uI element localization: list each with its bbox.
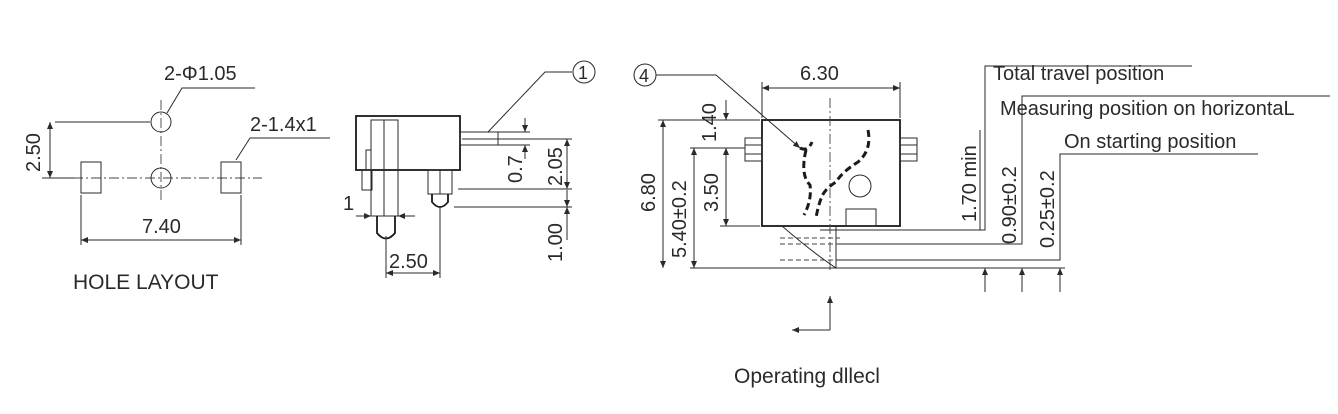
front-dim-1-40: 1.40 [699, 103, 721, 142]
callout-4-number: 4 [639, 66, 649, 86]
lower-hole [150, 167, 172, 189]
hole-layout-view [42, 87, 330, 245]
front-dim-1-70-min: 1.70 min [959, 145, 981, 222]
side-dim-1-00: 1.00 [545, 223, 567, 262]
hole-height-dimension: 2.50 [23, 133, 45, 172]
side-view [355, 60, 596, 278]
front-dim-0-25: 0.25±0.2 [1037, 170, 1059, 248]
front-dim-3-50: 3.50 [701, 173, 723, 212]
left-slot [80, 161, 102, 194]
total-travel-label: Total travel position [993, 63, 1164, 85]
side-dim-2-50: 2.50 [389, 251, 428, 273]
right-slot [220, 161, 242, 194]
hole-width-dimension: 7.40 [142, 216, 181, 238]
front-dim-0-90: 0.90±0.2 [999, 166, 1021, 244]
hole-layout-title: HOLE LAYOUT [73, 271, 219, 294]
side-dim-0-7: 0.7 [505, 155, 527, 183]
slot-size-label: 2-1.4x1 [250, 114, 317, 136]
operating-direction-label: Operating dllecl [734, 365, 880, 388]
measuring-position-label: Measuring position on horizontaL [1000, 98, 1295, 120]
side-dim-2-05: 2.05 [545, 147, 567, 186]
callout-1-circle [572, 60, 596, 84]
side-dim-1: 1 [343, 193, 354, 215]
starting-position-label: On starting position [1064, 131, 1236, 153]
front-dim-5-40: 5.40±0.2 [669, 180, 691, 258]
front-view [633, 63, 1330, 333]
upper-hole [150, 111, 172, 133]
callout-1-number: 1 [578, 63, 588, 83]
front-dim-6-80: 6.80 [638, 173, 660, 212]
hole-diameter-label: 2-Φ1.05 [164, 63, 237, 85]
front-dim-6-30: 6.30 [800, 63, 839, 85]
